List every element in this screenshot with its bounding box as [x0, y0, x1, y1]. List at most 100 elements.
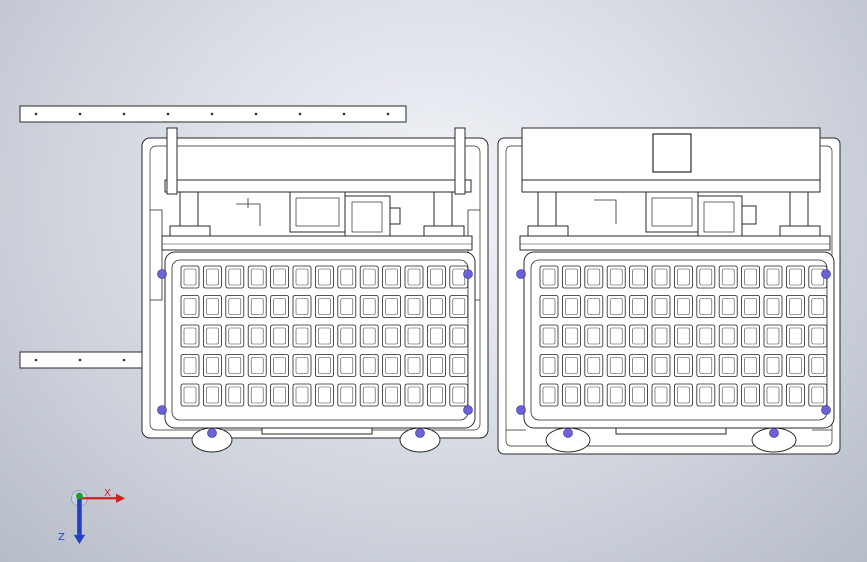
tray-pocket [718, 383, 738, 407]
tray-pocket [314, 295, 334, 318]
tray-pocket [225, 295, 245, 318]
tray-pocket [449, 354, 469, 377]
tray-pocket [180, 354, 200, 377]
tray-pocket [337, 383, 357, 407]
tray-pocket [426, 354, 446, 377]
tray-pocket [426, 324, 446, 348]
tray-pocket [629, 295, 648, 318]
tray-pocket [651, 324, 671, 348]
tray-pocket [202, 295, 222, 318]
tray-pocket [247, 324, 267, 348]
tray-pocket [202, 383, 222, 407]
tray-pocket [292, 383, 312, 407]
tray-pocket [382, 383, 402, 407]
tray-pocket [763, 354, 783, 377]
tray-pocket [741, 265, 760, 289]
tray-pocket [270, 324, 290, 348]
tray-pocket [674, 354, 693, 377]
tray-pocket [292, 295, 312, 318]
tray-pocket [180, 324, 200, 348]
z-axis-label: Z [58, 532, 65, 543]
tray-pocket [314, 265, 334, 289]
tray-pocket [718, 265, 738, 289]
tray-pocket [404, 295, 424, 318]
orientation-triad[interactable]: X Z [40, 480, 126, 550]
tray-pocket [404, 265, 424, 289]
tray-pocket [718, 324, 738, 348]
tray-pocket [359, 295, 379, 318]
tray-pocket [426, 383, 446, 407]
tray-pocket [584, 383, 604, 407]
tray-pocket [359, 354, 379, 377]
tray-pocket [651, 265, 671, 289]
tray-pocket [292, 324, 312, 348]
tray-pocket [337, 295, 357, 318]
x-axis-label: X [104, 488, 111, 499]
tray-pocket [426, 295, 446, 318]
tray-pocket [180, 295, 200, 318]
tray-pocket [786, 265, 805, 289]
tray-pocket [562, 324, 581, 348]
tray-pocket [539, 295, 559, 318]
tray-pocket [629, 383, 648, 407]
tray-pocket [247, 295, 267, 318]
tray-pocket [202, 324, 222, 348]
tray-pocket [562, 354, 581, 377]
tray-pocket [270, 383, 290, 407]
tray-pocket [449, 295, 469, 318]
tray-pocket [696, 383, 716, 407]
tray-pocket [808, 295, 828, 318]
tray-pocket [763, 265, 783, 289]
tray-pocket [562, 383, 581, 407]
tray-pocket [539, 265, 559, 289]
tray-pocket [404, 354, 424, 377]
tray-pocket [651, 295, 671, 318]
tray-pocket [449, 324, 469, 348]
tray-pocket [696, 324, 716, 348]
tray-pocket [584, 324, 604, 348]
tray-pocket [674, 295, 693, 318]
tray-pocket [584, 295, 604, 318]
tray-pocket [292, 265, 312, 289]
tray-pocket [270, 295, 290, 318]
tray-pocket [718, 295, 738, 318]
tray-pocket [404, 324, 424, 348]
tray-pocket [382, 295, 402, 318]
tray-pocket [562, 265, 581, 289]
tray-pocket [629, 324, 648, 348]
tray-pocket [225, 324, 245, 348]
tray-pocket [741, 324, 760, 348]
tray-pocket [359, 324, 379, 348]
tray-pocket [314, 383, 334, 407]
tray-pocket [404, 383, 424, 407]
tray-pocket [763, 383, 783, 407]
tray-pocket [808, 383, 828, 407]
tray-pocket [629, 354, 648, 377]
tray-pocket [808, 324, 828, 348]
tray-pocket [359, 383, 379, 407]
tray-pocket [314, 354, 334, 377]
tray-pocket [247, 265, 267, 289]
tray-pocket [449, 383, 469, 407]
tray-pocket [584, 354, 604, 377]
tray-pocket [606, 295, 626, 318]
tray-pocket [337, 354, 357, 377]
tray-pocket [696, 265, 716, 289]
tray-pocket [180, 265, 200, 289]
tray-pocket [674, 324, 693, 348]
tray-pocket [606, 265, 626, 289]
tray-pocket [247, 354, 267, 377]
tray-pocket [225, 354, 245, 377]
tray-pocket [225, 383, 245, 407]
tray-pocket [718, 354, 738, 377]
tray-pocket [247, 383, 267, 407]
tray-pocket [763, 295, 783, 318]
tray-pocket [741, 354, 760, 377]
tray-pocket [808, 354, 828, 377]
tray-pocket [539, 324, 559, 348]
tray-pocket [225, 265, 245, 289]
tray-pocket [786, 324, 805, 348]
tray-pocket [382, 265, 402, 289]
